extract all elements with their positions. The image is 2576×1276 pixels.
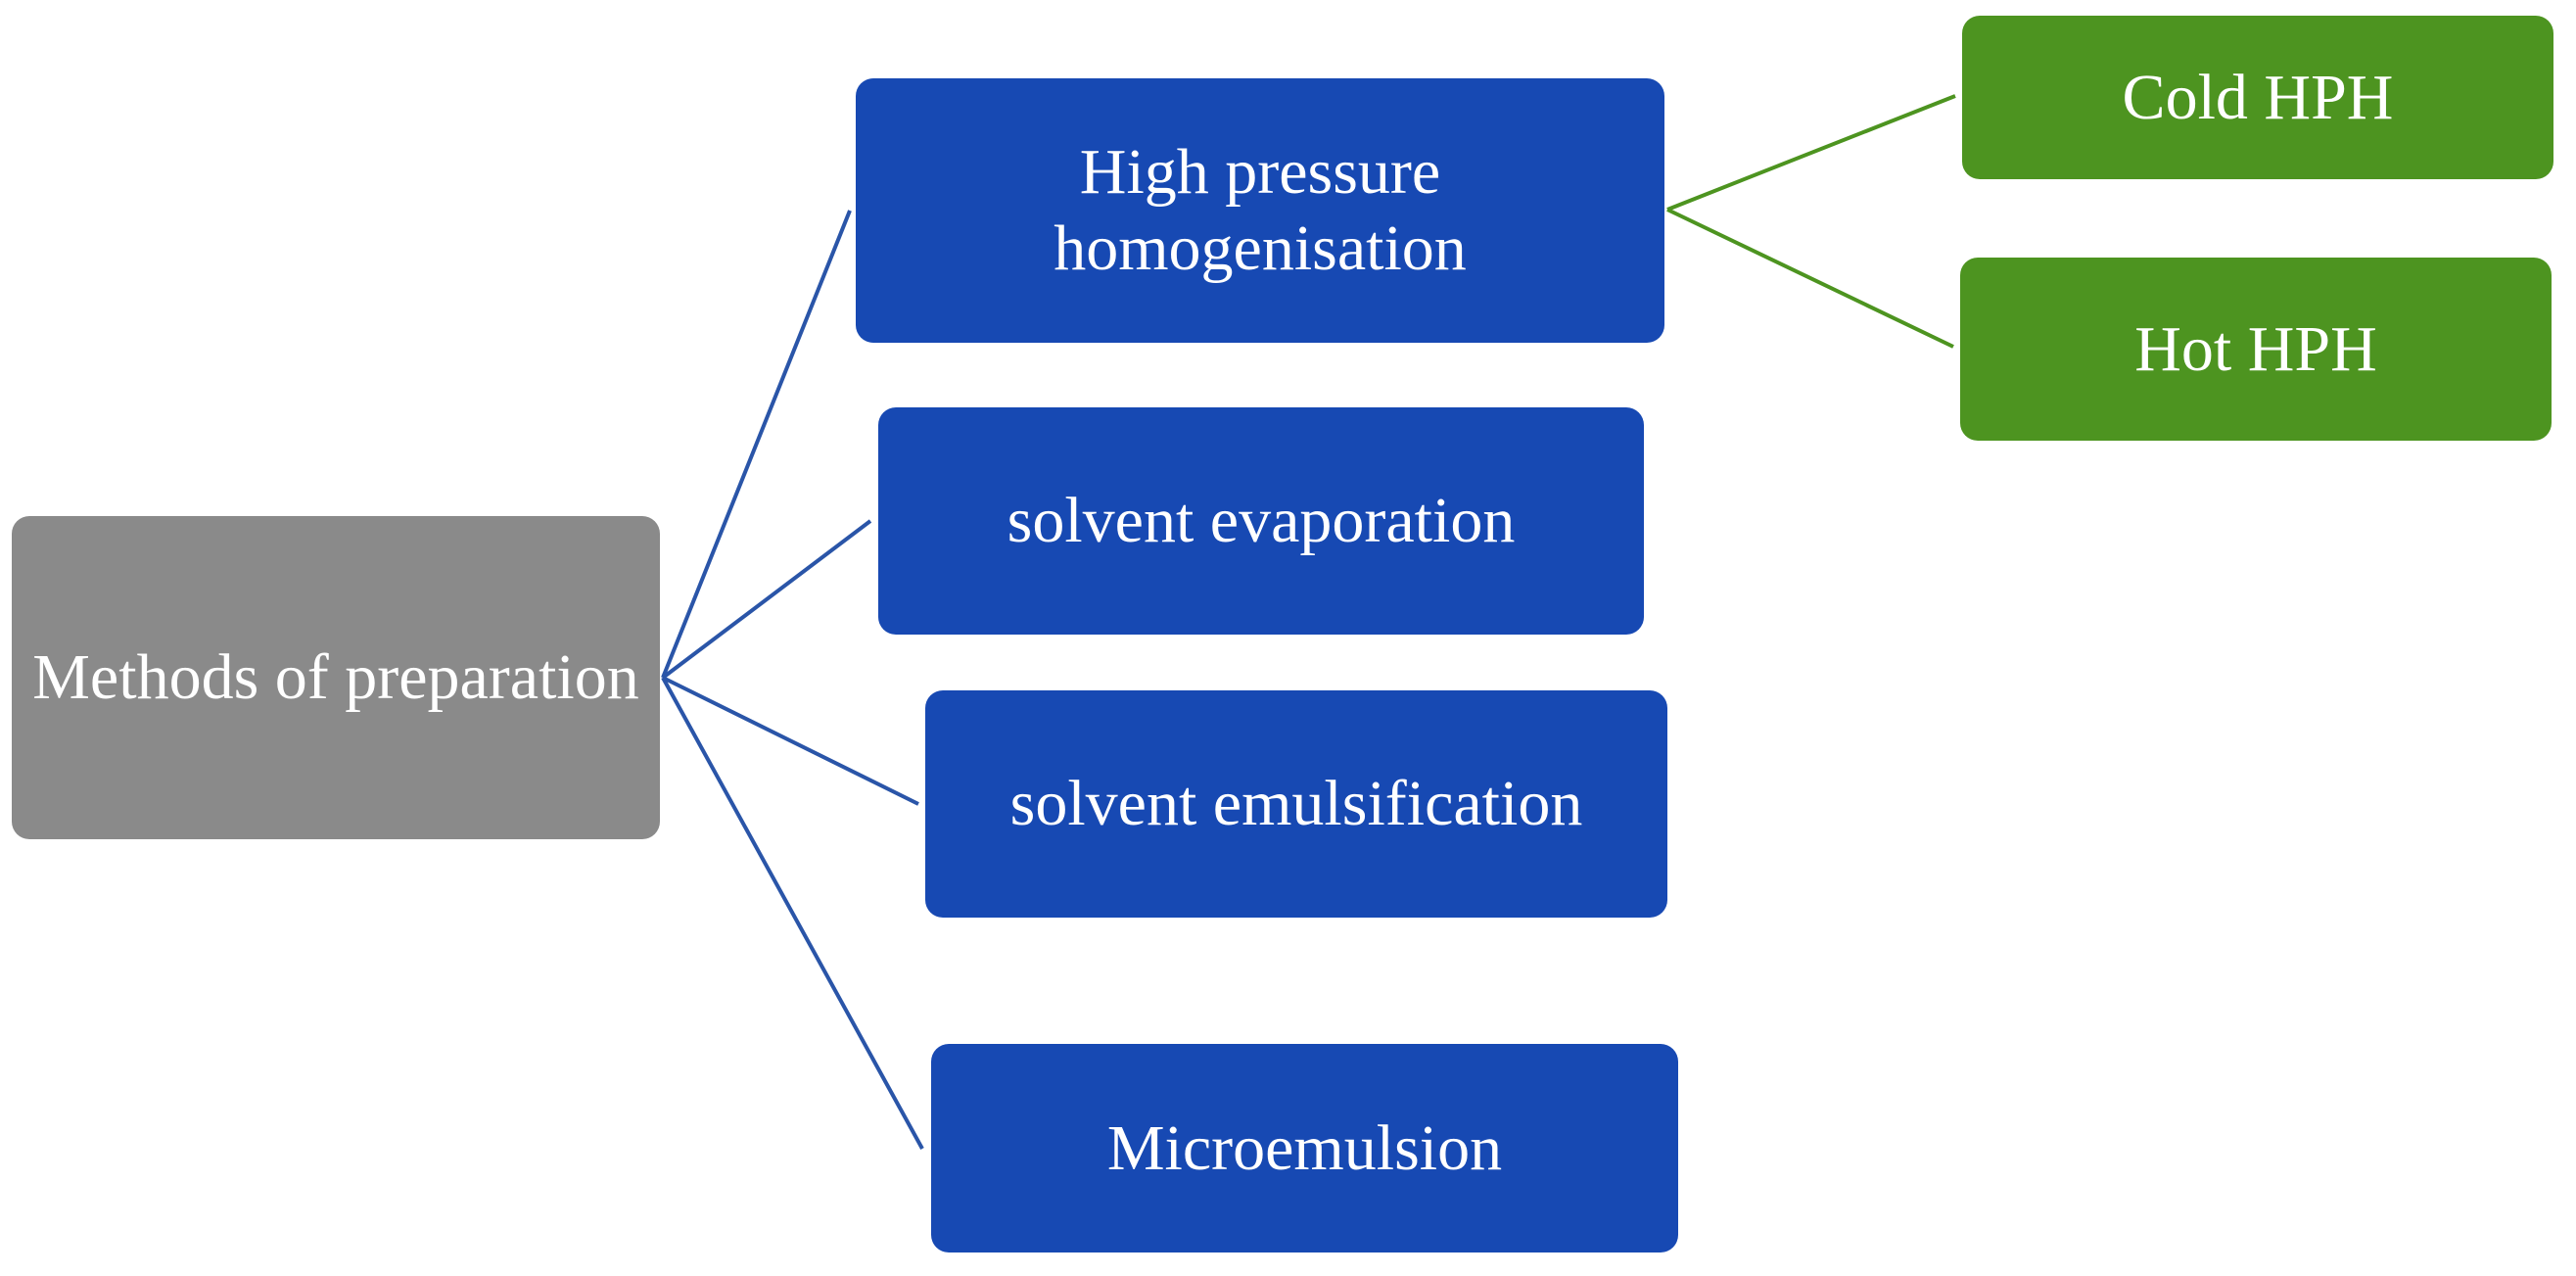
method-node-solvent-evaporation: solvent evaporation [878,407,1644,635]
method-node-label: Microemulsion [1106,1111,1503,1184]
connector-root-to-microemulsion [661,677,924,1150]
method-node-label: High pressure homogenisation [1054,136,1467,284]
connector-root-to-hph [661,210,852,679]
connector-root-to-solvent-emulsification [662,676,919,806]
method-node-high-pressure-homogenisation: High pressure homogenisation [856,78,1664,343]
root-node-label: Methods of preparation [32,641,639,714]
method-node-microemulsion: Microemulsion [931,1044,1678,1252]
hph-type-node-cold: Cold HPH [1962,16,2553,179]
connector-hph-to-hot [1666,208,1954,349]
method-node-label: solvent evaporation [1007,485,1516,557]
hph-type-label: Cold HPH [2122,61,2394,133]
hph-type-label: Hot HPH [2134,312,2377,385]
method-node-label: solvent emulsification [1009,768,1583,840]
method-node-solvent-emulsification: solvent emulsification [925,690,1667,918]
root-node-methods-of-preparation: Methods of preparation [12,516,660,839]
connector-hph-to-cold [1666,94,1956,212]
hph-type-node-hot: Hot HPH [1960,258,2552,441]
connector-root-to-solvent-evaporation [661,519,872,680]
